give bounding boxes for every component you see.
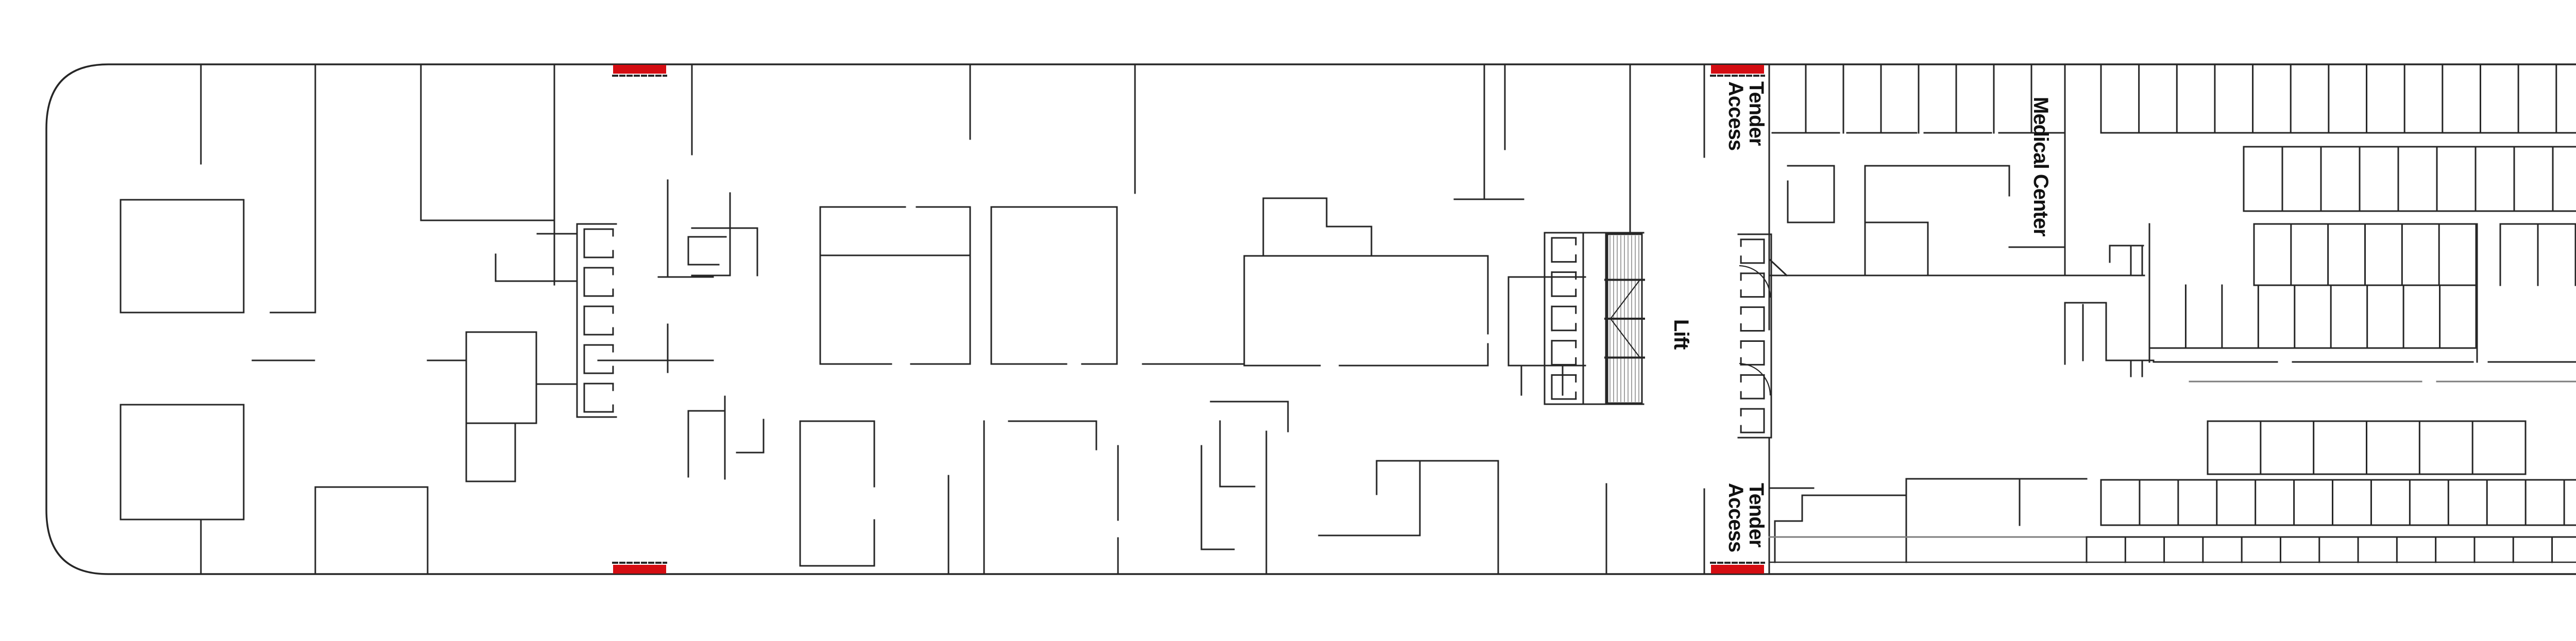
tender-door-marker-bottom (1711, 565, 1764, 574)
label-tender-access-top-mid: TenderAccess (1724, 81, 1768, 150)
label-lift-midship: Lift (1670, 319, 1692, 350)
label-medical-center: Medical Center (2029, 97, 2052, 236)
tender-door-marker-bottom (613, 565, 666, 574)
label-tender-access-bottom-mid: TenderAccess (1724, 483, 1768, 552)
tender-door-marker-top (613, 65, 666, 74)
deck-plan-geometry (45, 63, 2576, 575)
tender-door-marker-top (1711, 65, 1764, 74)
